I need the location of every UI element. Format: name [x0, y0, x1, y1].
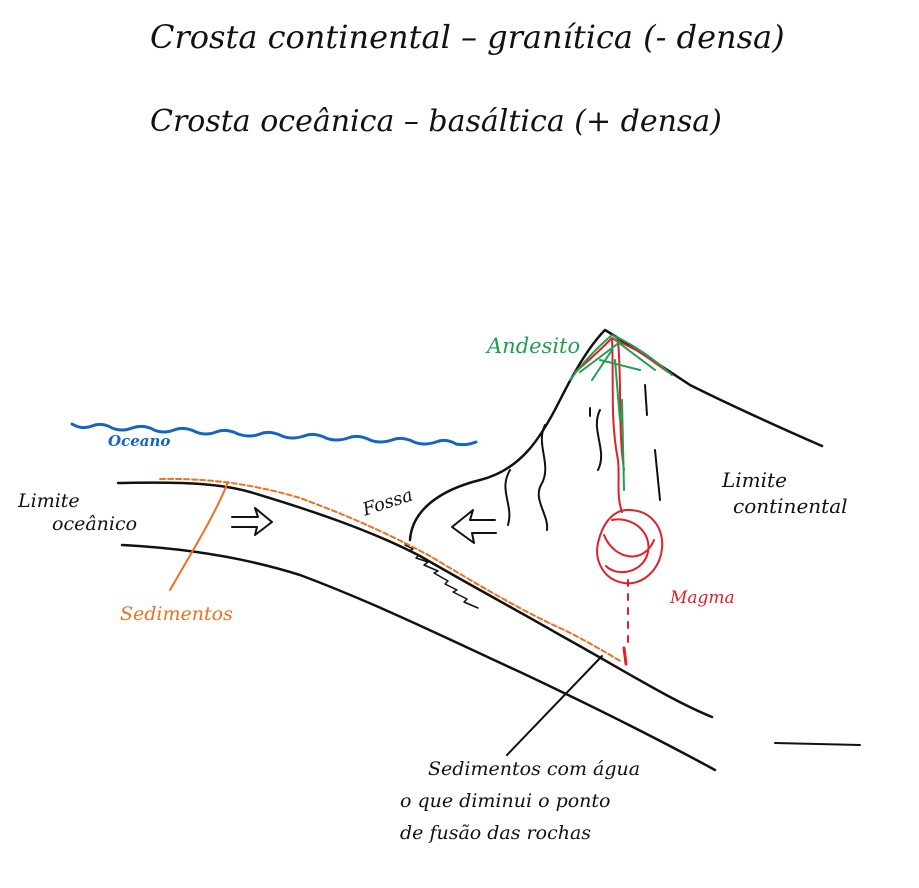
oceanic-limit-label-2: oceânico — [52, 513, 138, 535]
andesite-lava — [569, 334, 673, 491]
note-line-2: o que diminui o ponto — [400, 790, 611, 812]
magma-chamber — [596, 509, 664, 585]
oceanic-crust-heading: Crosta oceânica – basáltica (+ densa) — [150, 104, 722, 139]
oceanic-plate-top-line — [116, 481, 714, 719]
note-pointer-line — [506, 655, 603, 756]
volcano-outline — [408, 328, 824, 542]
continental-crust-heading: Crosta continental – granítica (- densa) — [150, 18, 785, 56]
ocean-surface-line — [70, 422, 478, 447]
magma-melt-point — [622, 646, 628, 666]
oceanic-plate-bottom-line — [120, 543, 717, 772]
sediments-label: Sedimentos — [120, 603, 233, 625]
volcano-strata — [504, 384, 661, 531]
continental-base-line — [774, 742, 861, 746]
continental-limit-label-1: Limite — [722, 468, 787, 492]
arrow-left-icon — [451, 509, 497, 544]
oceanic-limit-label-1: Limite — [18, 490, 80, 512]
sediment-pointer-line — [169, 481, 229, 591]
andesite-label: Andesito — [487, 334, 581, 358]
arrow-right-icon — [231, 507, 273, 536]
magma-label: Magma — [670, 588, 735, 608]
note-line-1: Sedimentos com água — [428, 758, 641, 780]
continental-limit-label-2: continental — [733, 494, 848, 518]
trench-sediment-scribble — [404, 544, 479, 609]
note-line-3: de fusão das rochas — [400, 822, 592, 844]
ocean-label: Oceano — [108, 432, 171, 450]
sediment-layer — [159, 477, 623, 663]
